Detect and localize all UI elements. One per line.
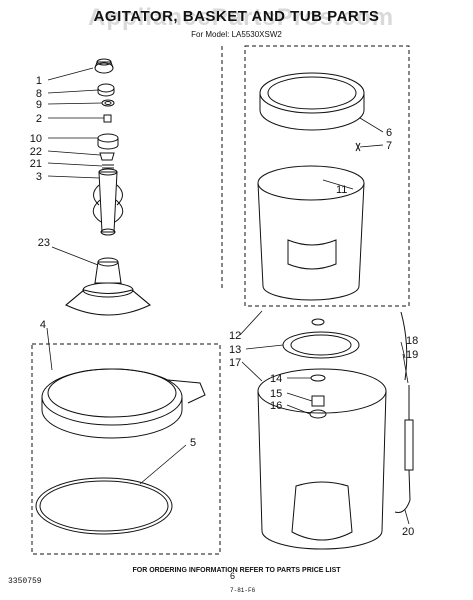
- agitator-barrel: [92, 168, 124, 236]
- callout-label: 16: [270, 400, 282, 412]
- basket-group-box: [244, 45, 410, 307]
- callout-label: 18: [406, 335, 418, 347]
- group-box-agitator: [222, 45, 228, 46]
- small-nut: [103, 114, 112, 123]
- balance-ring: [259, 72, 365, 131]
- spring-part: [102, 164, 114, 169]
- callout-labels: 1 8 9 2 10 22 21 3 23 4 5 6 7 11 12 13 1…: [30, 75, 419, 538]
- callout-label: 8: [36, 88, 42, 100]
- callout-label: 10: [30, 133, 42, 145]
- callout-label: 3: [36, 171, 42, 183]
- drain-hose: [394, 311, 414, 513]
- callout-label: 11: [336, 184, 347, 196]
- callout-label: 15: [270, 388, 282, 400]
- callout-label: 9: [36, 99, 42, 111]
- callout-label: 2: [36, 113, 42, 125]
- basket-drum: [257, 165, 365, 301]
- cam-part: [97, 83, 115, 97]
- dogs-assembly: [97, 133, 119, 150]
- callout-label: 5: [190, 437, 196, 449]
- document-number: 3350759: [8, 577, 42, 586]
- ordering-note: FOR ORDERING INFORMATION REFER TO PARTS …: [132, 567, 341, 574]
- retainer-part: [99, 152, 115, 161]
- callout-label: 14: [270, 373, 282, 385]
- tub-ring: [41, 368, 206, 439]
- callout-label: 7: [386, 140, 392, 152]
- callout-label: 17: [229, 357, 241, 369]
- leader-lines: [46, 67, 410, 525]
- callout-label: 13: [229, 344, 241, 356]
- model-subtitle: For Model: LA5530XSW2: [191, 30, 282, 39]
- callout-label: 20: [402, 526, 414, 538]
- callout-label: 23: [38, 237, 50, 249]
- agitator-base: [65, 257, 151, 316]
- tub-body: [257, 368, 387, 550]
- callout-label: 6: [386, 127, 392, 139]
- callout-label: 22: [30, 146, 42, 158]
- callout-label: 21: [30, 158, 42, 170]
- tub-hub-stack: [309, 374, 327, 419]
- page-number: 6: [230, 571, 236, 581]
- drive-group-box: [31, 343, 221, 555]
- basket-screws: [355, 142, 361, 152]
- agitator-cap: [94, 58, 114, 74]
- callout-label: 4: [40, 319, 46, 331]
- watermark: AppliancePartsPros.com: [88, 4, 395, 31]
- print-date: 7-81-F6: [230, 587, 256, 594]
- diagram-title: AGITATOR, BASKET AND TUB PARTS: [93, 8, 380, 25]
- callout-label: 12: [229, 330, 241, 342]
- ring-part: [101, 99, 115, 107]
- tub-seal-ring: [35, 477, 173, 535]
- callout-label: 19: [406, 349, 418, 361]
- callout-label: 1: [36, 75, 42, 87]
- drive-bearing: [282, 318, 360, 359]
